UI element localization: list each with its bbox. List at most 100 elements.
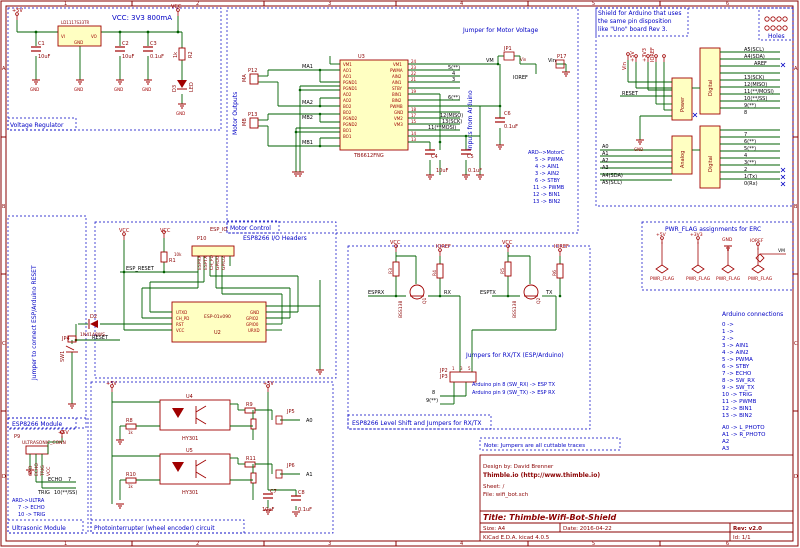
col-label: 4 — [460, 541, 463, 547]
col-label: 1 — [64, 541, 67, 547]
jumpers-rxtx-label: Jumpers for RX/TX (ESP/Arduino) — [465, 352, 564, 359]
ard-conn-item: A0 -> L_PHOTO — [722, 425, 765, 431]
u2-ref: U2 — [214, 330, 221, 336]
r10-val: 1k — [128, 484, 134, 489]
gnd-label: GND — [142, 87, 151, 92]
motor-outputs-label: Motor Outputs — [232, 92, 239, 135]
shield-note-line3: like "Uno" board Rev 3. — [598, 26, 668, 33]
u2-pin-right: GND — [250, 310, 259, 315]
motor-map-line: 11 -> PWMB — [533, 185, 565, 191]
c1-ref: C1 — [38, 41, 45, 47]
power-net: Vin — [622, 62, 628, 70]
r1-val: 10k — [174, 252, 182, 257]
esp-header-pin: GPIO2 — [221, 256, 227, 270]
sig-label: 6(**) — [448, 95, 460, 101]
sig-label: 3 — [452, 77, 455, 83]
jp-pin: 5 — [468, 366, 471, 371]
sheet-title: Title: Thimble-Wifi-Bot-Shield — [483, 513, 617, 522]
ultra-pin: ECHO — [34, 463, 40, 476]
ard-conn-item: 1 -> — [722, 329, 734, 335]
ard-conn-item: A3 — [722, 446, 730, 452]
u2-pin-left: UTXD — [176, 310, 187, 315]
ard-conn-item: 12 -> BIN1 — [722, 406, 752, 412]
net-esprx: ESPRX — [368, 290, 385, 296]
u3-pin-left: AO2 — [343, 92, 352, 97]
ard-conn-item: 6 -> STBY — [722, 364, 750, 370]
col-label: 1 — [64, 1, 67, 7]
u2-pin-right: URXD — [248, 328, 260, 333]
p13-val: MB — [242, 118, 248, 126]
p4-label: Digital — [708, 156, 714, 172]
arduino-connections-list: 0 -> 1 -> 2 -> 3 -> AIN1 4 -> AIN2 5 -> … — [722, 322, 766, 452]
esp8266-block: P10 ESP_IO ESPRX ESPTX CH_PD GPIO0 GPIO2… — [60, 227, 325, 409]
section-title-esp-headers: ESP8266 I/O Headers — [243, 235, 307, 242]
u5-ref: U5 — [186, 448, 193, 454]
u3-part: TB6612FNG — [353, 153, 384, 159]
gnd-label: GND — [114, 87, 123, 92]
row-label: B — [2, 204, 6, 210]
motor-map-line: 4 -> AIN1 — [535, 164, 559, 170]
r6-ref: R6 — [552, 270, 558, 276]
section-title-level-shift: ESP8266 Level Shift and Jumpers for RX/T… — [352, 420, 482, 427]
pin-label: 9(**) — [426, 398, 438, 404]
photo-out-a1: A1 — [306, 472, 313, 478]
u2-pin-left: CH_PD — [176, 316, 189, 321]
u3-pin-left: PGND2 — [343, 116, 358, 121]
col-label: 6 — [726, 1, 729, 7]
ultra-pin: VCC — [46, 467, 52, 476]
motor-map-line: 6 -> STBY — [535, 178, 561, 184]
net-5v: +5V — [12, 8, 23, 14]
p4-pin: 4 — [744, 153, 747, 159]
sw1-ref: SW1 — [60, 351, 66, 362]
esp-header-pin: ESPRX — [197, 255, 203, 270]
u3-pin-right: PWMB — [390, 104, 403, 109]
ard-conn-item: 2 -> — [722, 336, 734, 342]
row-label: C — [2, 341, 6, 347]
c1-val: 10uF — [38, 54, 51, 60]
power-net: IOREF — [650, 47, 656, 62]
col-label: 4 — [460, 1, 463, 7]
ultrasonic-block: P9 ULTRASONIC_CONN GND ECHO TRIG VCC +5V… — [12, 430, 77, 518]
motor-map-line: ARD-->MotorC — [528, 150, 565, 156]
ard-conn-item: 9 -> SW_TX — [722, 385, 755, 391]
q2-part: BSS138 — [512, 301, 518, 318]
r2-ref: R2 — [188, 51, 194, 58]
reset-net: RESET — [92, 335, 109, 341]
p12-ref: P12 — [248, 68, 257, 74]
motor-map-line: 3 -> AIN2 — [535, 171, 559, 177]
u3-pin-num: 19 — [411, 89, 417, 94]
pwr-flag-net: +3V3 — [690, 232, 703, 238]
c2-val: 10uF — [122, 54, 135, 60]
r3-ref: R3 — [388, 268, 394, 274]
r2-val: 1k — [173, 52, 179, 58]
arduino-reset-label: RESET — [622, 91, 639, 97]
reg-pin-gnd: GND — [74, 40, 83, 45]
ultra-pin: GND — [28, 465, 34, 476]
section-title-ultrasonic: Ultrasonic Module — [12, 525, 66, 532]
p3-pin: 8 — [744, 110, 747, 116]
r8-ref: R8 — [126, 418, 133, 424]
u3-pin-num: 22 — [411, 71, 417, 76]
inputs-arduino-label: Inputs from Arduino — [467, 90, 474, 150]
motor-map-line: 13 -> BIN2 — [533, 199, 560, 205]
analog-pin: A1 — [602, 151, 609, 157]
col-label: 5 — [592, 1, 595, 7]
u3-pin-num: 18 — [411, 107, 417, 112]
gnd-label: GND — [176, 111, 185, 116]
jp-pin: 1 — [452, 366, 455, 371]
pwr-flag-block: +5V +3V3 GND IOREF VM PWR_FLAG PWR_FLAG … — [650, 232, 786, 282]
d2-val: 1N4148WS — [80, 332, 105, 338]
u3-pin-left: BO2 — [343, 110, 352, 115]
jp-pin: 3 — [460, 366, 463, 371]
u3-pin-left: AO1 — [343, 74, 352, 79]
designer: Design by: David Brenner — [483, 464, 554, 470]
p3-pin: 13(SCK) — [744, 75, 764, 81]
section-frames — [7, 7, 794, 534]
d3-ref: D3 — [172, 85, 178, 92]
ard-conn-item: A1 -> R_PHOTO — [722, 432, 766, 438]
u3-ref: U3 — [358, 54, 365, 60]
u3-pin-left: BO2 — [343, 104, 352, 109]
u3-pin-right: VM3 — [394, 122, 403, 127]
pin-label: 8 — [432, 390, 435, 396]
analog-pin: A5(SCL) — [602, 180, 622, 186]
